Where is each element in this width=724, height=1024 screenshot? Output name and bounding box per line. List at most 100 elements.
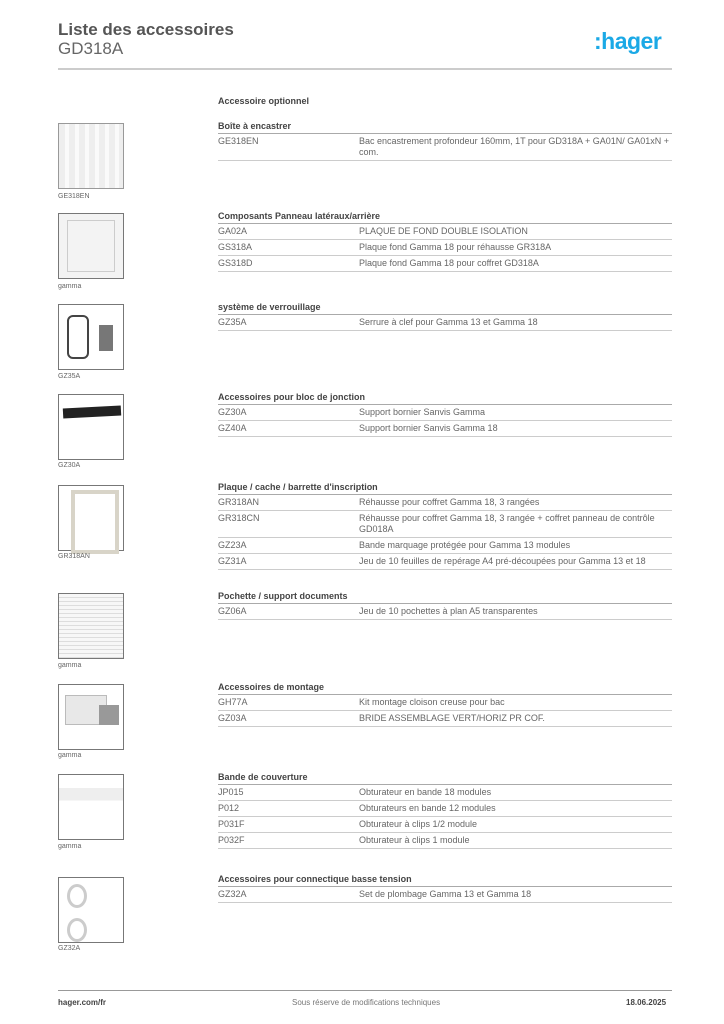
product-code: GZ40A [218,423,247,433]
table-row: GZ30A Support bornier Sanvis Gamma [218,405,672,421]
frame-image [58,485,124,554]
product-description: Obturateurs en bande 12 modules [359,803,496,813]
cover-strip-image [58,774,124,840]
product-code: GZ31A [218,556,247,566]
table-row: GR318AN Réhausse pour coffret Gamma 18, 3… [218,495,672,511]
product-code: P012 [218,803,240,813]
image-caption: gamma [58,752,82,759]
product-description: Set de plombage Gamma 13 et Gamma 18 [359,889,532,899]
section-title: Boîte à encastrer [218,121,672,134]
table-row: GA02A PLAQUE DE FOND DOUBLE ISOLATION [218,224,672,240]
table-row: GR318CN Réhausse pour coffret Gamma 18, 3… [218,511,672,538]
product-description: Obturateur en bande 18 modules [359,787,492,797]
table-row: GS318D Plaque fond Gamma 18 pour coffret … [218,256,672,272]
table-row: GZ40A Support bornier Sanvis Gamma 18 [218,421,672,437]
table-row: P032F Obturateur à clips 1 module [218,833,672,849]
image-caption: GZ30A [58,462,81,469]
product-code: GS318A [218,242,253,252]
image-caption: GR318AN [58,553,90,560]
product-code: GA02A [218,226,248,236]
product-description: Obturateur à clips 1 module [359,835,470,845]
panel-image [58,213,124,279]
product-description: Support bornier Sanvis Gamma [359,407,486,417]
product-code: GH77A [218,697,248,707]
product-code: GR318AN [218,497,260,507]
section-title: système de verrouillage [218,302,672,315]
product-description: Jeu de 10 feuilles de repérage A4 pré-dé… [359,556,646,566]
product-description: Obturateur à clips 1/2 module [359,819,478,829]
product-description: Kit montage cloison creuse pour bac [359,697,505,707]
footer-disclaimer: Sous réserve de modifications techniques [292,998,441,1007]
product-description: BRIDE ASSEMBLAGE VERT/HORIZ PR COF. [359,713,545,723]
image-caption: GZ35A [58,373,81,380]
table-row: GH77A Kit montage cloison creuse pour bac [218,695,672,711]
section-title: Accessoires pour bloc de jonction [218,392,672,405]
table-row: JP015 Obturateur en bande 18 modules [218,785,672,801]
product-code: GZ03A [218,713,247,723]
footer-divider [58,990,672,991]
image-caption: gamma [58,843,82,850]
accessory-section: Accessoires pour connectique basse tensi… [218,874,672,903]
page-title: Liste des accessoires [58,20,234,39]
image-caption: gamma [58,662,82,669]
header-divider [58,68,672,70]
product-code: GS318D [218,258,253,268]
page-subtitle: GD318A [58,39,124,58]
product-code: JP015 [218,787,244,797]
product-code: GZ32A [218,889,247,899]
product-code: GZ30A [218,407,247,417]
section-title: Bande de couverture [218,772,672,785]
product-code: P032F [218,835,245,845]
image-caption: gamma [58,283,82,290]
image-caption: GE318EN [58,193,90,200]
product-code: GR318CN [218,513,260,523]
footer-website[interactable]: hager.com/fr [58,998,107,1007]
product-code: GZ23A [218,540,247,550]
product-code: GZ35A [218,317,247,327]
table-row: GZ35A Serrure à clef pour Gamma 13 et Gam… [218,315,672,331]
section-title: Composants Panneau latéraux/arrière [218,211,672,224]
product-description: Bande marquage protégée pour Gamma 13 mo… [359,540,571,550]
product-code: GE318EN [218,136,259,146]
table-row: GE318EN Bac encastrement profondeur 160mm… [218,134,672,161]
product-description: Plaque fond Gamma 18 pour coffret GD318A [359,258,539,268]
table-row: GZ32A Set de plombage Gamma 13 et Gamma 1… [218,887,672,903]
table-row: GZ31A Jeu de 10 feuilles de repérage A4 p… [218,554,672,570]
footer-date: 18.06.2025 [626,998,667,1007]
table-row: GZ06A Jeu de 10 pochettes à plan A5 trans… [218,604,672,620]
document-pocket-image [58,593,124,659]
product-description: Réhausse pour coffret Gamma 18, 3 rangée… [359,513,655,534]
box-image [58,123,124,189]
section-title: Accessoires de montage [218,682,672,695]
product-description: Serrure à clef pour Gamma 13 et Gamma 18 [359,317,538,327]
section-title: Accessoires pour connectique basse tensi… [218,874,672,887]
section-heading: Accessoire optionnel [218,96,310,106]
product-description: Bac encastrement profondeur 160mm, 1T po… [359,136,669,157]
section-title: Plaque / cache / barrette d'inscription [218,482,672,495]
table-row: GZ03A BRIDE ASSEMBLAGE VERT/HORIZ PR COF. [218,711,672,727]
product-description: Jeu de 10 pochettes à plan A5 transparen… [359,606,538,616]
product-description: Réhausse pour coffret Gamma 18, 3 rangée… [359,497,540,507]
section-title: Pochette / support documents [218,591,672,604]
hager-logo: :hager [594,28,662,54]
mounting-kit-image [58,684,124,750]
table-row: GZ23A Bande marquage protégée pour Gamma … [218,538,672,554]
product-code: P031F [218,819,245,829]
product-description: Support bornier Sanvis Gamma 18 [359,423,498,433]
table-row: P031F Obturateur à clips 1/2 module [218,817,672,833]
product-description: PLAQUE DE FOND DOUBLE ISOLATION [359,226,528,236]
seal-ring-image [58,877,124,943]
terminal-support-image [58,394,124,460]
product-code: GZ06A [218,606,247,616]
image-caption: GZ32A [58,945,81,952]
